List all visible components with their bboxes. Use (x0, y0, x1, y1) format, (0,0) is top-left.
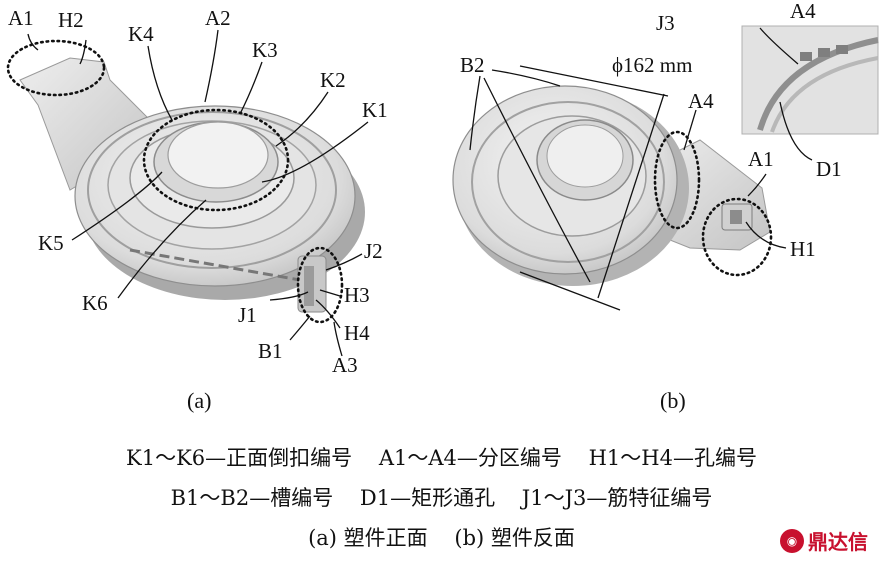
caption-line-1: K1～K6—正面倒扣编号 A1～A4—分区编号 H1～H4—孔编号 (126, 446, 757, 470)
label-b-D1: D1 (816, 157, 842, 181)
caption-line-3: (a) 塑件正面 (b) 塑件反面 (308, 526, 575, 550)
label-a-K6: K6 (82, 291, 108, 315)
inset-detail-d1 (741, 25, 879, 135)
label-b-diameter: ϕ162 mm (612, 53, 692, 77)
a3-zone-outline (296, 246, 344, 324)
label-b-B2: B2 (460, 53, 485, 77)
label-a-H2: H2 (58, 8, 84, 32)
sublabel-a: (a) (187, 388, 211, 413)
figure: A1 H2 K4 A2 K3 K2 K1 K5 K6 J2 H3 J1 H4 B… (6, 0, 879, 413)
k-ring-outline (142, 108, 290, 212)
label-a-A2: A2 (205, 6, 231, 30)
label-a-K3: K3 (252, 38, 278, 62)
part-front-view (19, 57, 365, 313)
label-a-K4: K4 (128, 22, 154, 46)
watermark: ◉ 鼎达信 (780, 526, 868, 555)
label-a-H3: H3 (344, 283, 370, 307)
caption-line-2: B1～B2—槽编号 D1—矩形通孔 J1～J3—筋特征编号 (170, 486, 713, 510)
label-a-A1: A1 (8, 6, 34, 30)
sublabel-b: (b) (660, 388, 686, 413)
label-b-A1: A1 (748, 147, 774, 171)
label-a-J1: J1 (238, 303, 257, 327)
label-b-A4-inset: A4 (790, 0, 816, 23)
a1-zone-outline-a (6, 39, 106, 97)
label-a-K1: K1 (362, 98, 388, 122)
a1-zone-outline-b (701, 197, 773, 277)
label-a-B1: B1 (258, 339, 283, 363)
label-a-K2: K2 (320, 68, 346, 92)
leaders-b (469, 27, 813, 283)
label-a-A3: A3 (332, 353, 358, 377)
label-b-H1: H1 (790, 237, 816, 261)
label-b-A4: A4 (688, 89, 714, 113)
diameter-dimension (519, 65, 669, 311)
label-a-J2: J2 (364, 239, 383, 263)
watermark-text: 鼎达信 (808, 530, 868, 554)
figure-caption: K1～K6—正面倒扣编号 A1～A4—分区编号 H1～H4—孔编号 B1～B2—… (0, 438, 883, 558)
label-a-K5: K5 (38, 231, 64, 255)
label-b-J3: J3 (656, 11, 675, 35)
label-a-H4: H4 (344, 321, 370, 345)
leaders-a (27, 29, 369, 357)
watermark-logo-icon: ◉ (780, 528, 804, 553)
a4-zone-outline (653, 130, 701, 230)
